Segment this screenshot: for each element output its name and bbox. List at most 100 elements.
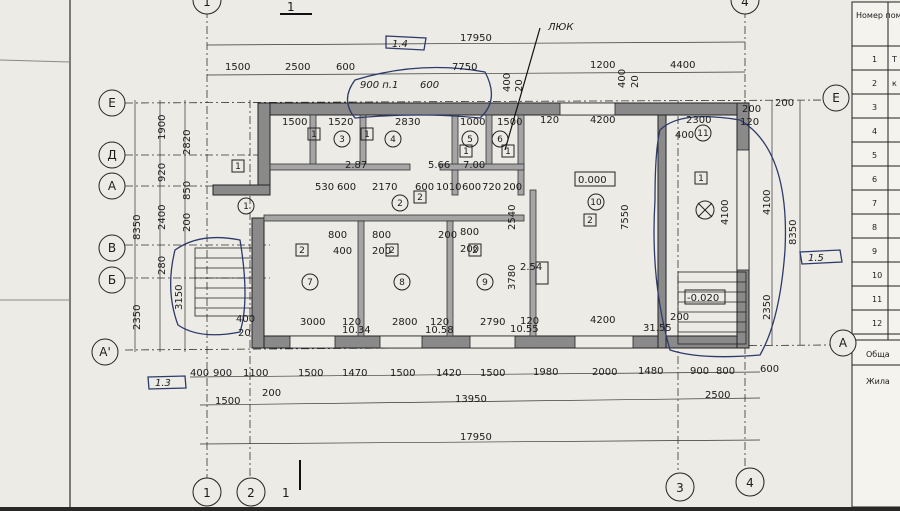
room-type-box — [413, 190, 427, 204]
dim-right-8350: 8350 — [788, 220, 799, 245]
title-row-number: 6 — [872, 175, 877, 184]
axis-bubble-top-4 — [730, 0, 760, 15]
title-footer-living: Жила — [866, 377, 890, 386]
windows — [289, 102, 750, 349]
axis-label-top-1: 1 — [203, 0, 211, 9]
title-header: Номер поме- щения — [856, 11, 900, 20]
dim-bottom-900: 900 — [213, 368, 232, 379]
title-row-number: 8 — [872, 223, 877, 232]
top-dimension-texts: 17950 1500 2500 600 7750 400 20 1200 440… — [225, 33, 695, 92]
fixture-box-icon — [535, 261, 549, 285]
room-dim: 2170 — [372, 182, 397, 193]
room-circle — [384, 130, 402, 148]
window — [574, 335, 634, 349]
window — [379, 335, 423, 349]
dim-bottom-900b: 900 — [690, 366, 709, 377]
handwritten-outlines — [147, 35, 843, 390]
room-dim: 10.34 — [342, 325, 371, 336]
axis-label-bottom-4: 4 — [746, 476, 754, 490]
axis-label-left-E: Е — [108, 96, 116, 110]
room-dim: 10.58 — [425, 325, 454, 336]
room-type-box — [583, 213, 597, 227]
right-dimension-texts: 200 4100 8350 2350 4100 7550 — [620, 98, 799, 320]
room-type-box — [307, 127, 321, 141]
title-footer-total: Обща — [866, 350, 890, 359]
room-dim: 200 — [438, 230, 457, 241]
window — [469, 335, 516, 349]
room-type-box — [385, 243, 399, 257]
wall-vestibule — [657, 114, 667, 349]
room-number: 7 — [307, 278, 313, 288]
ref-box-1-3 — [147, 375, 187, 390]
window — [559, 102, 616, 116]
dim-line-bottom-chain — [189, 371, 761, 378]
axis-bubble-V-left — [98, 234, 126, 262]
axis-bubble-A-left — [98, 172, 126, 200]
room-dim: 2.54 — [520, 262, 542, 273]
dim-line-bottom-13950 — [199, 397, 761, 406]
title-row-number: 3 — [872, 103, 877, 112]
room-circle — [391, 194, 409, 212]
room-dim: 4200 — [590, 315, 615, 326]
wall-int — [451, 114, 459, 196]
room-dim: 3780 — [507, 265, 518, 290]
room-type-box — [360, 127, 374, 141]
stair-outline — [194, 247, 253, 317]
room-circle — [491, 130, 509, 148]
room-type: 2 — [417, 193, 423, 203]
room-dim: 2300 — [686, 115, 711, 126]
dim-left-2400: 2400 — [157, 205, 168, 230]
dim-top-total: 17950 — [460, 33, 492, 44]
window — [289, 335, 336, 349]
axis-label-right-E: Е — [832, 91, 840, 105]
title-row-number: 12 — [872, 319, 882, 328]
axis-label-right-A: А — [839, 336, 848, 350]
room-dim: 1010 — [436, 182, 461, 193]
axis-bubbles — [91, 0, 857, 507]
section-label-bottom: 1 — [282, 486, 290, 500]
stair-outline — [677, 271, 747, 345]
room-circle — [694, 124, 712, 142]
hatch-leader-line — [504, 27, 541, 151]
dim-line-top-total — [206, 41, 746, 46]
room-type-box — [694, 171, 708, 185]
interior-walls — [263, 114, 537, 337]
axis-label-bottom-3: 3 — [676, 481, 684, 495]
room-dim: 3000 — [300, 317, 325, 328]
dim-top-20: 20 — [514, 79, 525, 92]
dim-top-2500: 2500 — [285, 62, 310, 73]
room-number: 5 — [467, 135, 473, 145]
room-dim: 20 — [238, 328, 251, 339]
room-circle — [461, 130, 479, 148]
room-dim: 400 — [675, 130, 694, 141]
room-number: 1 — [243, 202, 249, 212]
stair-left — [194, 247, 253, 317]
window — [736, 149, 750, 271]
ref-label-1-5: 1.5 — [808, 253, 824, 264]
dim-top-20b: 20 — [630, 75, 641, 88]
room-circle — [237, 197, 255, 215]
title-row-number: 10 — [872, 271, 882, 280]
dim-vestibule-4100: 4100 — [720, 200, 731, 225]
dim-top-1200: 1200 — [590, 60, 615, 71]
left-dimension-texts: 1900 920 2400 8350 2820 850 200 280 2350… — [132, 115, 193, 330]
dim-bottom-1500c: 1500 — [480, 368, 505, 379]
room-type-box — [468, 243, 482, 257]
dim-left-280: 280 — [157, 256, 168, 275]
page-edge-line — [0, 59, 71, 63]
room-dim: 5.66 — [428, 160, 450, 171]
room-dim: 2790 — [480, 317, 505, 328]
room-dim: 120 — [520, 316, 539, 327]
dim-bottom-1420: 1420 — [436, 368, 461, 379]
wall-int — [485, 114, 493, 168]
dim-top-4400: 4400 — [670, 60, 695, 71]
window-note-2: 600 — [420, 80, 439, 91]
room-dim: 720 — [482, 182, 501, 193]
room-dim: 120 — [342, 317, 361, 328]
wall-int — [309, 114, 317, 168]
title-row-extra: Т — [891, 55, 897, 64]
handwritten-vestibule-outline — [653, 116, 787, 358]
